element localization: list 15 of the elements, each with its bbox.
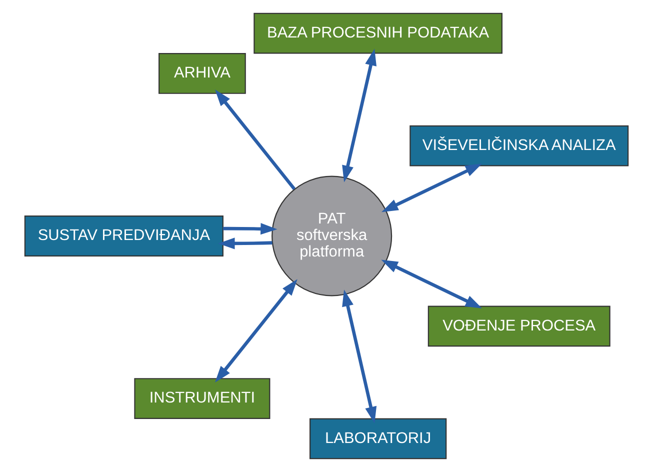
node-box: LABORATORIJ [309, 418, 446, 459]
node-box: VOĐENJE PROCESA [427, 305, 610, 346]
node-box: SUSTAV PREDVIĐANJA [24, 215, 223, 256]
arrow [342, 48, 376, 182]
arrow [214, 278, 297, 382]
node-box: ARHIVA [158, 52, 246, 94]
arrow [380, 259, 482, 308]
node-box: INSTRUMENTI [134, 378, 270, 418]
arrow [222, 222, 277, 234]
arrow [218, 237, 272, 249]
arrow [214, 89, 296, 190]
node-box: VIŠEVELIČINSKA ANALIZA [409, 124, 628, 166]
node-box: BAZA PROCESNIH PODATAKA [253, 12, 502, 54]
arrow [342, 289, 376, 423]
arrow [380, 163, 482, 212]
